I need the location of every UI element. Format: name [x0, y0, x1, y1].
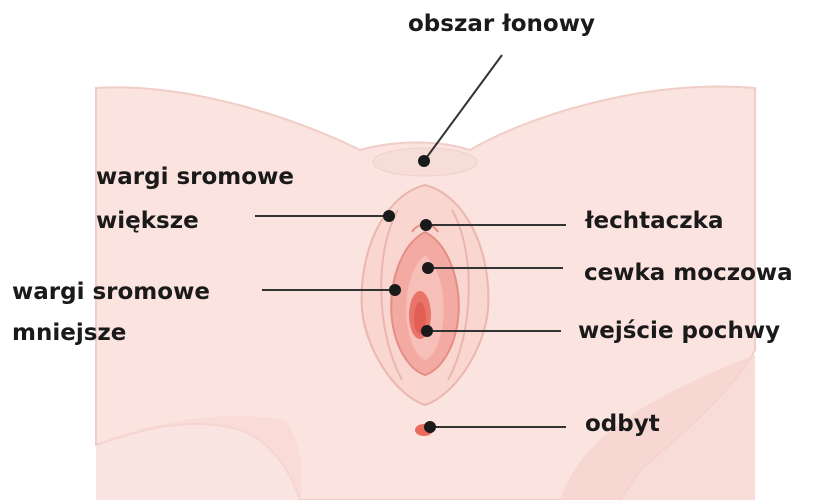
- pointer-dot-labia-majora: [383, 210, 395, 222]
- label-anus: odbyt: [585, 413, 660, 436]
- pointer-dot-vaginal-opening: [421, 325, 433, 337]
- label-urethra: cewka moczowa: [584, 262, 793, 285]
- pointer-dot-urethra: [422, 262, 434, 274]
- pointer-dot-anus: [424, 421, 436, 433]
- pointer-dot-clitoris: [420, 219, 432, 231]
- label-clitoris: łechtaczka: [585, 210, 724, 233]
- label-labia-minora-1: wargi sromowe: [12, 281, 210, 304]
- pointer-dot-pubic-area: [418, 155, 430, 167]
- label-vaginal-opening: wejście pochwy: [578, 320, 780, 343]
- label-labia-majora-2: większe: [96, 210, 199, 233]
- label-pubic-area: obszar łonowy: [408, 13, 595, 36]
- pointer-dot-labia-minora: [389, 284, 401, 296]
- label-labia-minora-2: mniejsze: [12, 322, 126, 345]
- label-labia-majora-1: wargi sromowe: [96, 166, 294, 189]
